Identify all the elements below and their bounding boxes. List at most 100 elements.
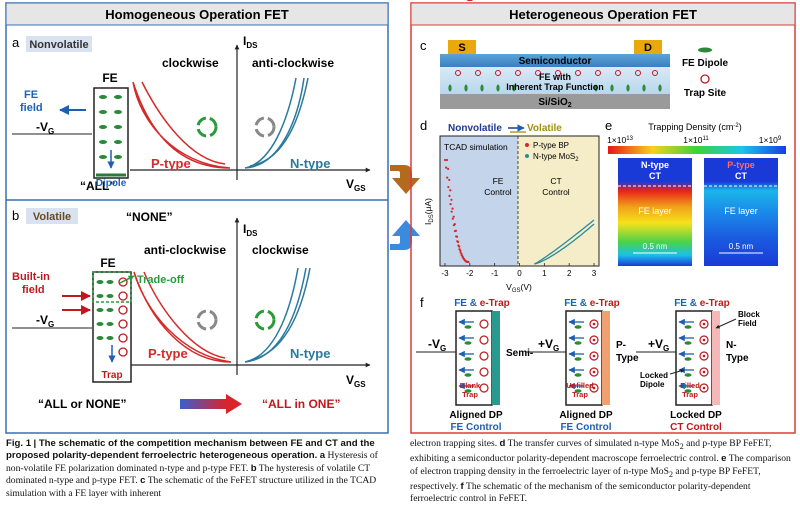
panel-a-letter: a [12, 35, 20, 50]
transfer-curves [443, 0, 595, 265]
panel-e-letter: e [605, 118, 612, 133]
p-type-point [449, 189, 452, 192]
dipole-column-b [96, 280, 114, 340]
trap-row-c [455, 70, 658, 76]
x-tick-label: 3 [592, 269, 597, 278]
ids-axis-label: IDS(μA) [423, 198, 435, 225]
panel-b-letter: b [12, 208, 19, 223]
anticlockwise-label: anti-clockwise [252, 56, 334, 70]
unit-heading: FE & e-Trap [674, 298, 730, 309]
rotate-anticlockwise-icon-b [196, 309, 218, 331]
fe-dipole-legend-icon [698, 47, 712, 53]
fe-label: FE [102, 71, 117, 85]
scale-high: 1×1013 [607, 135, 633, 145]
panel-e: e Trapping Density (cm-2) 1×1013 1×1011 … [605, 118, 786, 266]
p-type-point [444, 166, 448, 169]
map-ptype [704, 158, 778, 266]
map-ntype [618, 158, 692, 266]
drain-label: D [644, 42, 652, 54]
trap-site-icon [589, 351, 599, 361]
gate-voltage-label: -VG [428, 337, 446, 353]
trapping-density-title: Trapping Density (cm-2) [648, 122, 742, 132]
volatile-tag: Volatile [33, 211, 71, 223]
substrate-label: Si/SiO2 [538, 97, 571, 109]
trap-site-icon [479, 319, 489, 329]
trap-site-icon [699, 335, 709, 345]
figure-caption: Fig. 1 | The schematic of the competitio… [6, 438, 796, 522]
rotate-clockwise-icon-b [254, 309, 276, 331]
trap-site-icon [699, 367, 709, 377]
p-type-point [467, 260, 470, 264]
trap-site-legend: Trap Site [684, 88, 727, 99]
none-label: “NONE” [126, 210, 173, 224]
control-label: FE Control [450, 422, 501, 433]
fe-label-b: FE [100, 256, 115, 270]
caption-f-text: The schematic of the mechanism of the se… [410, 481, 751, 505]
ids-label-b: IDS [243, 222, 258, 238]
dipole-row-c [448, 84, 662, 92]
neg-vg-label-b: -VG [36, 313, 54, 329]
n-type-curve [534, 223, 595, 265]
legend-n-type: N-type MoS2 [533, 152, 579, 163]
panel-f-letter: f [420, 295, 424, 310]
semiconductor-type-label-2: Type [726, 353, 749, 364]
rotate-clockwise-icon [196, 116, 218, 138]
p-type-point [450, 198, 453, 201]
tradeoff-label: Trade-off [137, 274, 184, 286]
p-type-point [448, 194, 451, 197]
legend-p-type: P-type BP [533, 141, 569, 150]
right-panel: Heterogeneous Operation FET c S D Semico… [410, 0, 796, 434]
trap-site-icon [699, 383, 709, 393]
caption-d-letter: d [499, 438, 506, 449]
trap-site-icon [589, 335, 599, 345]
trap-site-icon [479, 351, 489, 361]
x-tick-label: -1 [491, 269, 499, 278]
clockwise-label-b: clockwise [252, 243, 309, 257]
caption-b-letter: b [250, 462, 257, 474]
all-label: “ALL” [80, 179, 115, 193]
scale-nm-n: 0.5 nm [643, 242, 668, 251]
panel-b: b Volatile “NONE” IDS VGS anti-clockwise… [12, 208, 371, 414]
panel-a: a Nonvolatile IDS VGS clockwise anti-clo… [12, 34, 371, 193]
p-type-point [451, 217, 454, 220]
clockwise-label: clockwise [162, 56, 219, 70]
dipole-state-label: Aligned DP [559, 410, 613, 421]
caption-d-text-2: and p-type BP FeFET, exhibiting a semico… [410, 438, 772, 465]
trap-site-icon [479, 367, 489, 377]
volatile-d-label: Volatile [527, 123, 562, 134]
n-type-curve [534, 219, 595, 265]
panel-c-letter: c [420, 38, 427, 53]
caption-fig: Fig. 1 [6, 438, 32, 449]
source-label: S [458, 42, 465, 54]
rotate-anticlockwise-icon [254, 116, 276, 138]
scale-low: 1×109 [759, 135, 782, 145]
trap-site-icon [699, 351, 709, 361]
panel-d-letter: d [420, 118, 427, 133]
trap-column-b [118, 277, 128, 357]
trap-site-icon [479, 383, 489, 393]
nonvolatile-tag: Nonvolatile [29, 39, 88, 51]
trap-label: Trap [101, 370, 122, 381]
caption-a-text: Hysteresis of non-volatile FE polarizati… [6, 450, 378, 474]
fe-layer-n: FE layer [638, 206, 672, 216]
left-panel-title: Homogeneous Operation FET [105, 7, 289, 22]
p-type-point [452, 224, 456, 227]
ids-label: IDS [243, 34, 258, 50]
x-tick-label: 1 [542, 269, 547, 278]
trap-site-icon [589, 319, 599, 329]
p-type-point [447, 185, 450, 189]
panel-d: d Nonvolatile Volatile TCAD simulation F… [420, 0, 600, 294]
semiconductor-label: Semiconductor [519, 56, 592, 67]
p-type-point [451, 207, 454, 210]
